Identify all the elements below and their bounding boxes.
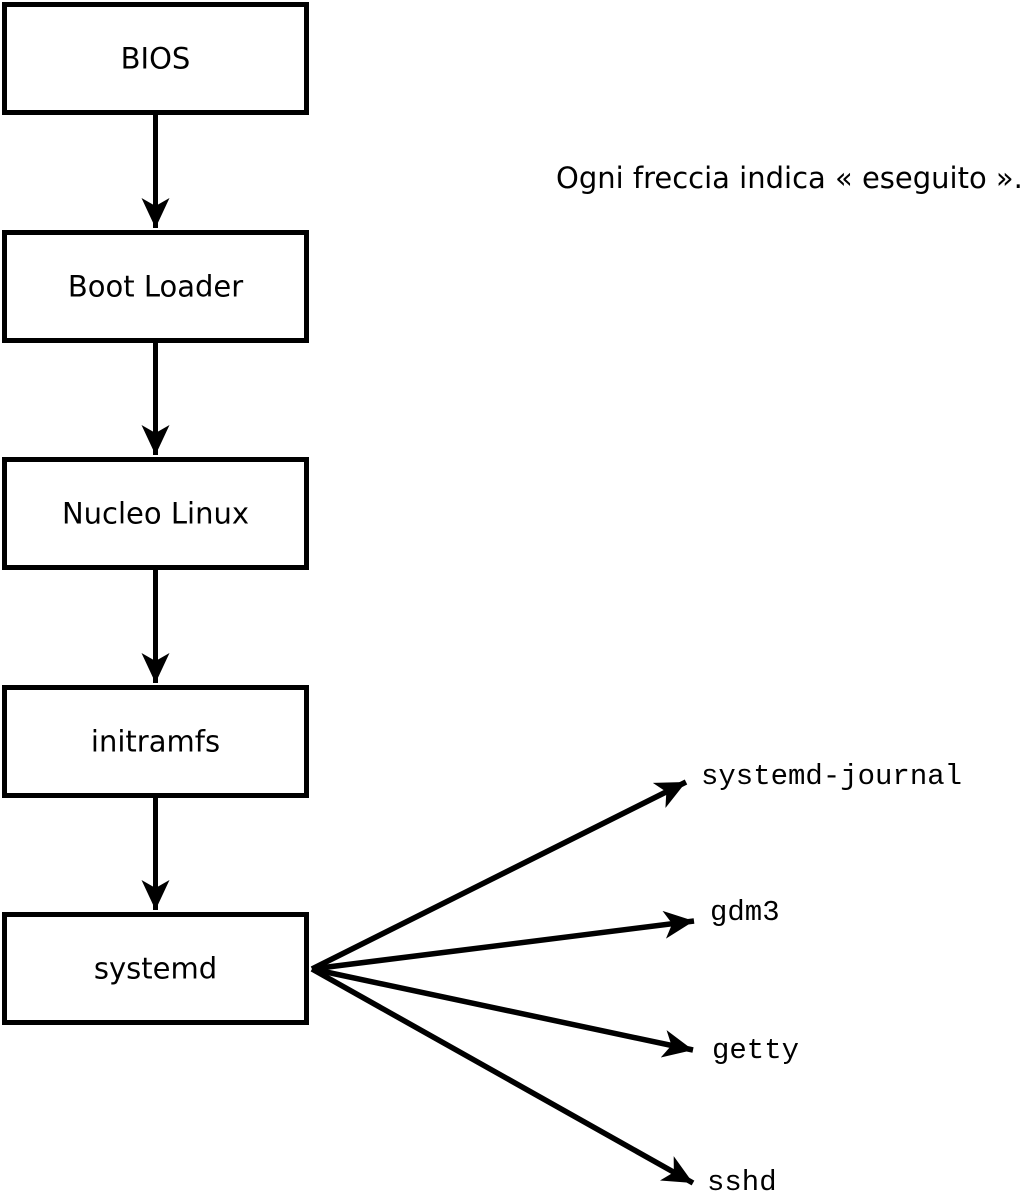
box-nucleo-linux-rect — [2, 457, 309, 570]
box-bios-rect — [2, 2, 309, 115]
arrow-systemd-to-getty — [311, 966, 694, 1058]
box-initramfs-rect — [2, 685, 309, 798]
box-systemd-rect — [2, 912, 309, 1025]
box-boot-loader-rect — [2, 230, 309, 343]
box-bios-label: BIOS — [121, 42, 191, 76]
box-systemd: systemd — [2, 912, 309, 1025]
box-boot-loader-label: Boot Loader — [68, 270, 243, 304]
caption-text: Ogni freccia indica « eseguito ». — [556, 161, 1023, 195]
arrow-systemd-to-sshd — [310, 966, 695, 1186]
box-initramfs: initramfs — [2, 685, 309, 798]
box-nucleo-linux-label: Nucleo Linux — [62, 497, 249, 531]
box-bios: BIOS — [2, 2, 309, 115]
arrow-systemd-to-systemd-journal — [310, 779, 688, 972]
service-label-systemd-journal: systemd-journal — [701, 760, 962, 793]
box-systemd-label: systemd — [94, 952, 217, 986]
box-boot-loader: Boot Loader — [2, 230, 309, 343]
box-nucleo-linux: Nucleo Linux — [2, 457, 309, 570]
service-label-gdm3: gdm3 — [710, 896, 780, 929]
service-label-sshd: sshd — [707, 1166, 777, 1193]
arrow-systemd-to-gdm3 — [311, 910, 695, 972]
service-label-getty: getty — [712, 1034, 799, 1067]
box-initramfs-label: initramfs — [91, 725, 220, 759]
